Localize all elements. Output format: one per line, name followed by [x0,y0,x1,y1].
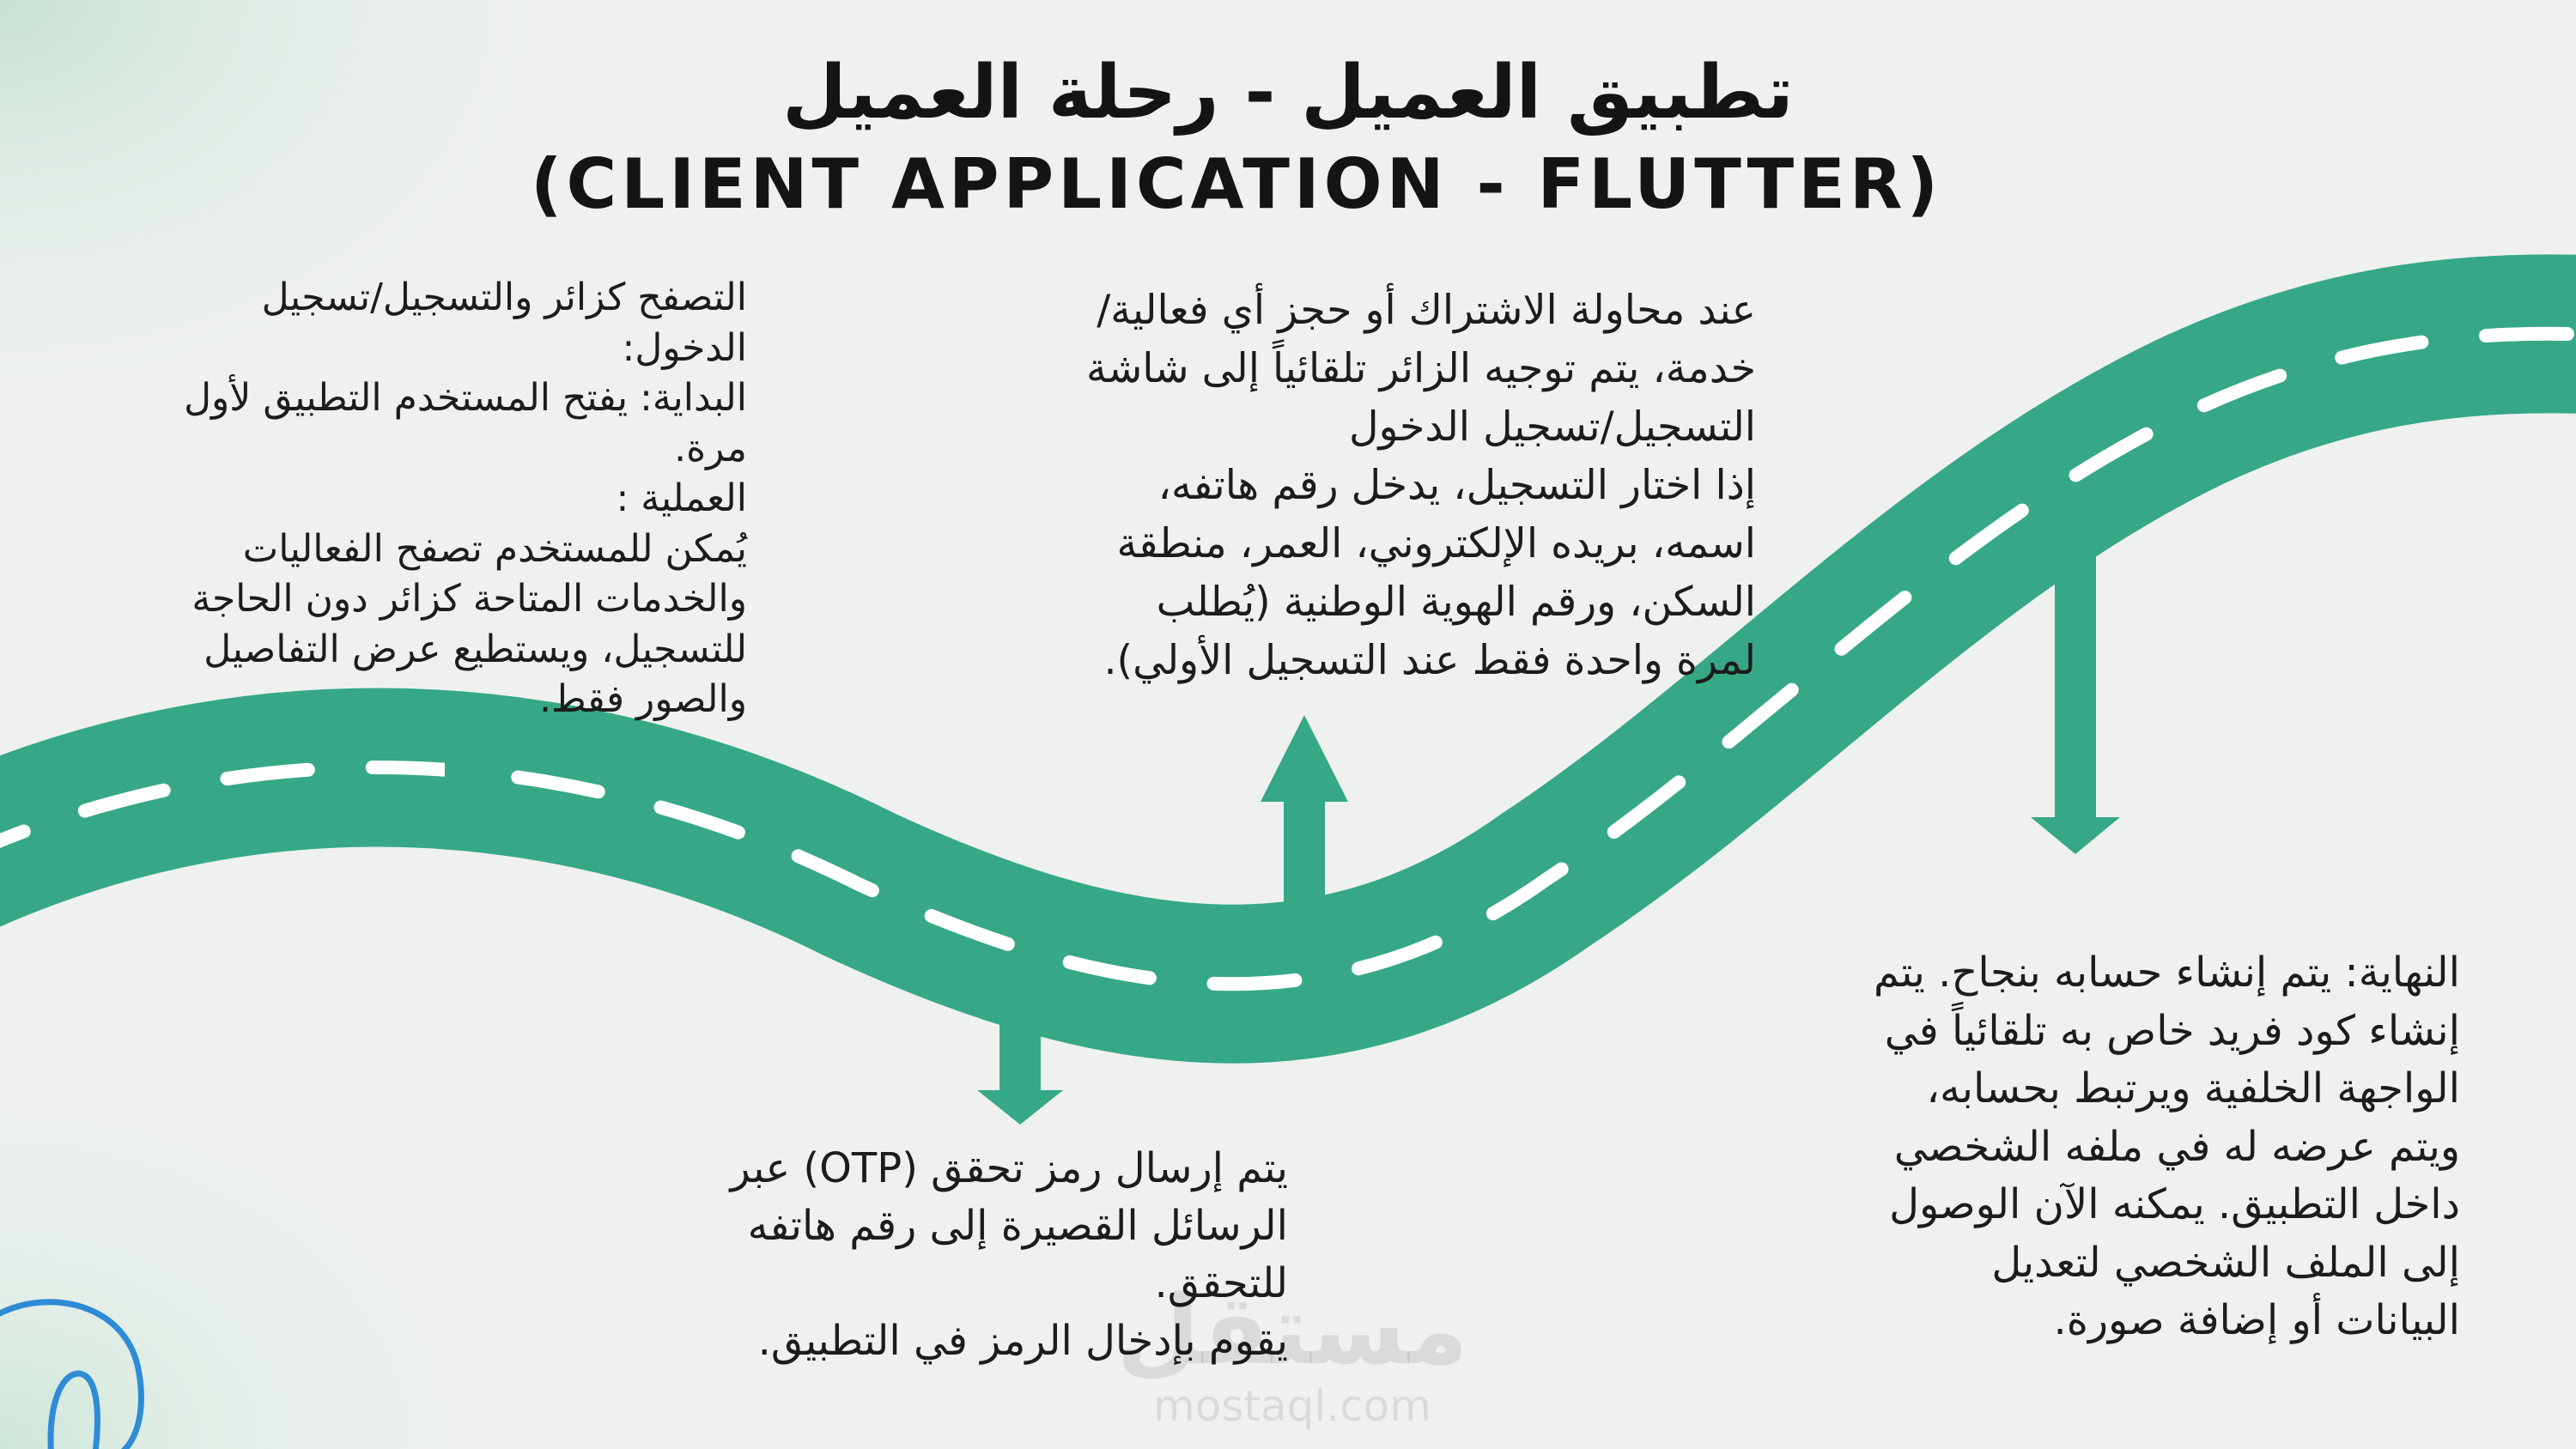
step-end-text: النهاية: يتم إنشاء حسابه بنجاح. يتم إنشا… [1666,944,2460,1350]
arrow-down-icon [977,1017,1063,1125]
step-browse-line: للتسجيل، ويستطيع عرض التفاصيل [204,627,747,671]
page-title-english: (CLIENT APPLICATION - FLUTTER) [530,144,1943,224]
step-otp-text: يتم إرسال رمز تحقق (OTP) عبر الرسائل الق… [601,1140,1288,1370]
step-booking-line: عند محاولة الاشتراك أو حجز أي فعالية/ [1097,287,1756,334]
step-end-line: النهاية: يتم إنشاء حسابه بنجاح. يتم [1874,949,2460,997]
step-browse-text: التصفح كزائر والتسجيل/تسجيل الدخول: البد… [86,273,747,725]
arrow-up-icon [422,692,508,798]
step-otp-line: يقوم بإدخال الرمز في التطبيق. [757,1317,1288,1365]
step-booking-line: إذا اختار التسجيل، يدخل رقم هاتفه، [1157,462,1756,509]
step-otp-line: الرسائل القصيرة إلى رقم هاتفه [747,1202,1288,1250]
step-booking-line: التسجيل/تسجيل الدخول [1348,403,1756,451]
step-booking-line: اسمه، بريده الإلكتروني، العمر، منطقة [1116,520,1756,567]
step-end-line: ويتم عرضه له في ملفه الشخصي [1893,1122,2460,1171]
step-browse-line: العملية : [616,476,747,520]
step-otp-line: للتحقق. [1154,1259,1288,1307]
step-booking-text: عند محاولة الاشتراك أو حجز أي فعالية/ خد… [987,282,1756,690]
page-title-arabic: تطبيق العميل - رحلة العميل [782,50,1794,136]
step-end-line: إلى الملف الشخصي لتعديل [1991,1238,2460,1287]
arrow-down-icon [2031,549,2120,854]
step-browse-line: يُمكن للمستخدم تصفح الفعاليات [242,526,747,571]
step-end-line: داخل التطبيق. يمكنه الآن الوصول [1889,1180,2460,1228]
step-browse-line: والخدمات المتاحة كزائر دون الحاجة [191,577,747,621]
step-booking-line: خدمة، يتم توجيه الزائر تلقائياً إلى شاشة [1086,345,1756,392]
step-browse-line: البداية: يفتح المستخدم التطبيق لأول [184,376,747,420]
step-end-line: إنشاء كود فريد خاص به تلقائياً في [1884,1006,2460,1055]
step-otp-line: يتم إرسال رمز تحقق (OTP) عبر [730,1144,1288,1192]
spiral-icon [0,1299,144,1449]
step-end-line: البيانات أو إضافة صورة. [2053,1296,2460,1344]
step-browse-line: والصور فقط. [538,677,747,721]
step-booking-line: لمرة واحدة فقط عند التسجيل الأولي). [1103,637,1756,684]
step-browse-line: التصفح كزائر والتسجيل/تسجيل [261,276,747,319]
step-browse-line: مرة. [674,426,747,470]
step-end-line: الواجهة الخلفية ويرتبط بحسابه، [1926,1064,2460,1113]
road-lane-dashes [0,326,2576,991]
step-browse-line: الدخول: [622,325,747,370]
arrow-up-icon [1261,715,1348,913]
step-booking-line: السكن، ورقم الهوية الوطنية (يُطلب [1156,579,1756,626]
